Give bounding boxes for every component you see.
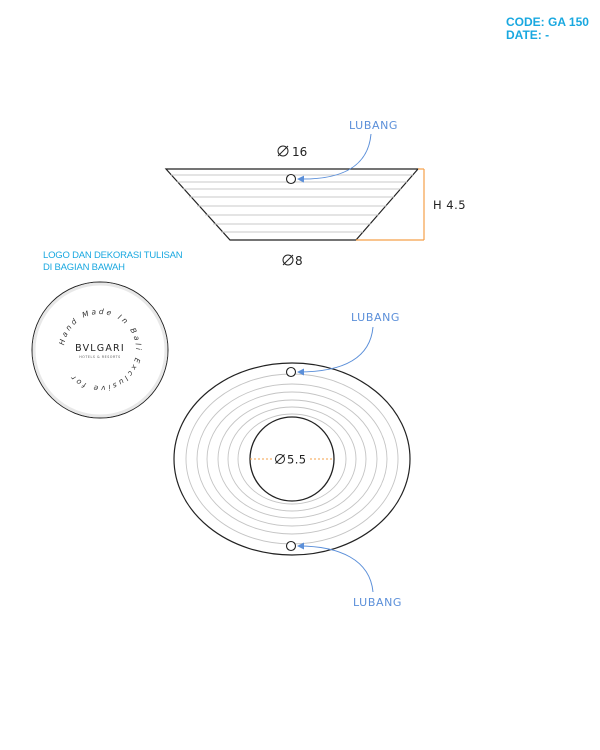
bottom-diameter-value: 8 [295,254,303,268]
side-hole-arrow [297,133,372,183]
top-view: 5.5 LUBANG LUBANG [173,311,411,609]
code-label: CODE: GA 150 [506,15,589,29]
top-hole-label-lower: LUBANG [353,596,402,609]
logo-note-line-1: LOGO DAN DEKORASI TULISAN [43,250,183,261]
logo-note: LOGO DAN DEKORASI TULISAN DI BAGIAN BAWA… [43,250,183,274]
side-view: 16 LUBANG H 4.5 8 [164,119,466,268]
date-label: DATE: - [506,28,550,42]
inner-diameter-symbol [275,454,285,464]
side-hole-label: LUBANG [349,119,398,132]
logo-brand: BVLGARI [75,343,125,354]
bowl-side-ribs [171,174,413,233]
logo-stamp: Hand Made In Bali Exclusive for BVLGARI … [31,281,169,419]
top-hole-label-upper: LUBANG [351,311,400,324]
inner-diameter-value: 5.5 [287,453,307,467]
logo-note-line-2: DI BAGIAN BAWAH [43,262,125,273]
logo-outer-circle [31,281,169,419]
top-hole-arrow-lower [297,542,374,593]
diameter-top-symbol [277,145,289,157]
top-hole-arrow-upper [297,326,374,376]
document-code-block: CODE: GA 150 DATE: - [506,16,589,42]
height-dimension-line [356,168,425,241]
diameter-bottom-symbol [282,254,294,266]
top-hole-upper [285,366,297,378]
top-diameter-value: 16 [292,145,307,159]
logo-subtext: HOTELS & RESORTS [79,355,121,359]
top-hole-lower [285,540,297,552]
side-hole [285,173,297,185]
height-value: H 4.5 [433,198,466,212]
